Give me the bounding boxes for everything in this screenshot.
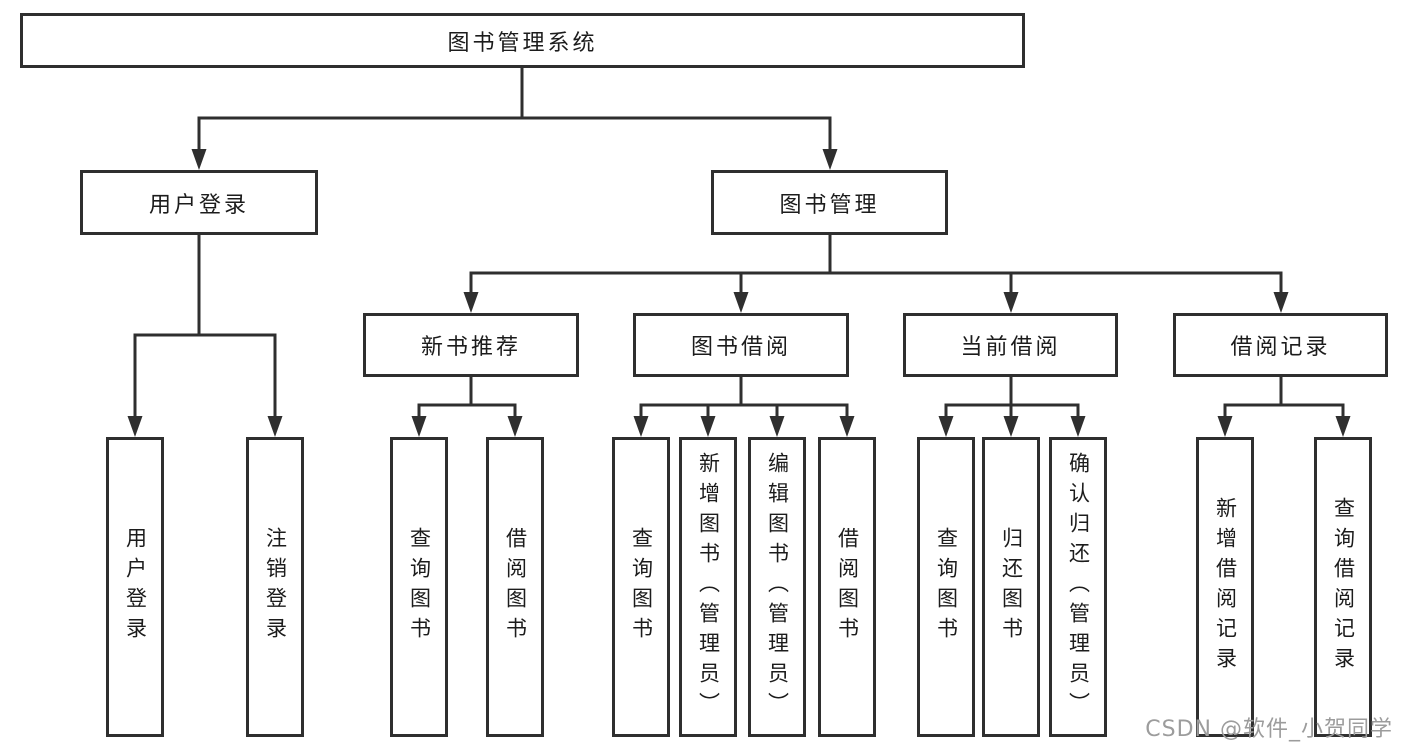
node-label: 借阅图书: [835, 527, 860, 647]
leaf-confirm-return-admin: 确认归还（管理员）: [1049, 437, 1107, 737]
node-borrowing-records: 借阅记录: [1173, 313, 1388, 377]
node-label: 确认归还（管理员）: [1066, 452, 1091, 722]
node-current-borrowing: 当前借阅: [903, 313, 1118, 377]
leaf-return-books: 归还图书: [982, 437, 1040, 737]
leaf-add-books-admin: 新增图书（管理员）: [679, 437, 737, 737]
node-book-borrowing: 图书借阅: [633, 313, 849, 377]
node-library-management-system: 图书管理系统: [20, 13, 1025, 68]
leaf-edit-books-admin: 编辑图书（管理员）: [748, 437, 806, 737]
node-label: 新增图书（管理员）: [696, 452, 721, 722]
leaf-logout: 注销登录: [246, 437, 304, 737]
node-label: 图书借阅: [690, 335, 791, 360]
node-user-login: 用户登录: [80, 170, 318, 235]
node-label: 当前借阅: [960, 335, 1061, 360]
leaf-search-books-1: 查询图书: [390, 437, 448, 737]
leaf-borrow-books-1: 借阅图书: [486, 437, 544, 737]
node-book-management: 图书管理: [711, 170, 948, 235]
node-label: 归还图书: [999, 527, 1024, 647]
leaf-search-borrow-record: 查询借阅记录: [1314, 437, 1372, 737]
node-label: 查询图书: [407, 527, 432, 647]
node-label: 注销登录: [263, 527, 288, 647]
node-label: 查询图书: [934, 527, 959, 647]
node-label: 查询借阅记录: [1331, 497, 1356, 677]
leaf-search-books-2: 查询图书: [612, 437, 670, 737]
node-label: 编辑图书（管理员）: [765, 452, 790, 722]
node-label: 借阅图书: [503, 527, 528, 647]
node-label: 用户登录: [123, 527, 148, 647]
node-label: 查询图书: [629, 527, 654, 647]
node-label: 图书管理: [779, 192, 880, 218]
csdn-watermark: CSDN @软件_小贺同学: [1145, 717, 1393, 742]
node-label: 用户登录: [148, 192, 249, 218]
node-label: 图书管理系统: [447, 30, 598, 56]
leaf-user-login: 用户登录: [106, 437, 164, 737]
node-new-book-recommend: 新书推荐: [363, 313, 579, 377]
node-label: 新书推荐: [420, 335, 521, 360]
node-label: 新增借阅记录: [1213, 497, 1238, 677]
node-label: 借阅记录: [1230, 335, 1331, 360]
leaf-add-borrow-record: 新增借阅记录: [1196, 437, 1254, 737]
leaf-borrow-books-2: 借阅图书: [818, 437, 876, 737]
leaf-search-books-3: 查询图书: [917, 437, 975, 737]
